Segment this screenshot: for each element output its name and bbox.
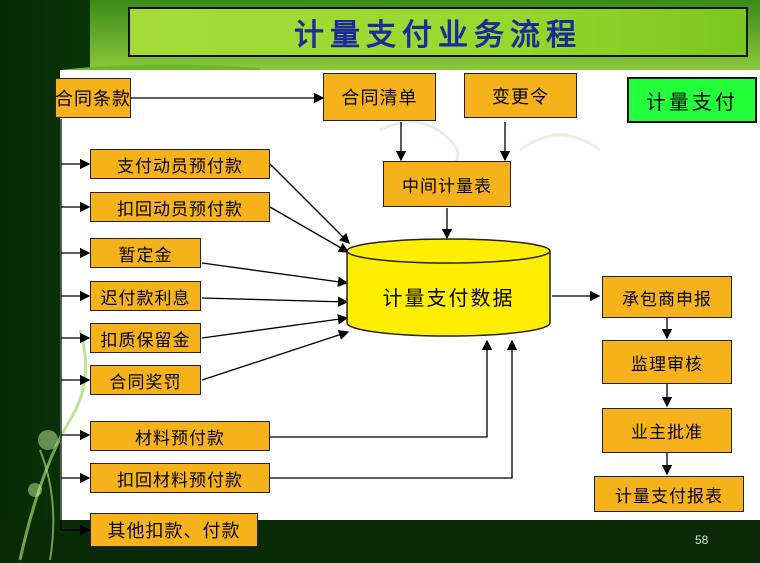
page-title: 计量支付业务流程 xyxy=(128,7,748,57)
node-owner-approve: 业主批准 xyxy=(602,408,732,453)
node-data-store: 计量支付数据 xyxy=(382,285,515,310)
node-payment-report: 计量支付报表 xyxy=(594,476,744,512)
node-other: 其他扣款、付款 xyxy=(90,513,258,547)
node-mobilization-advance: 支付动员预付款 xyxy=(90,149,270,179)
page-number: 58 xyxy=(695,533,709,547)
node-material-advance: 材料预付款 xyxy=(90,421,270,451)
node-retention: 扣质保留金 xyxy=(90,323,201,353)
node-provisional-sum: 暂定金 xyxy=(90,238,201,268)
node-interim-measure: 中间计量表 xyxy=(383,161,511,207)
node-deduct-material: 扣回材料预付款 xyxy=(90,463,270,493)
data-store-cylinder xyxy=(346,238,551,337)
node-bonus-penalty: 合同奖罚 xyxy=(90,365,201,395)
node-contract-list: 合同清单 xyxy=(323,73,436,121)
node-supervisor-review: 监理审核 xyxy=(602,340,732,384)
node-deduct-mobilization: 扣回动员预付款 xyxy=(90,192,270,222)
node-contractor-apply: 承包商申报 xyxy=(602,276,732,318)
node-change-order: 变更令 xyxy=(464,73,577,118)
node-late-interest: 迟付款利息 xyxy=(90,281,201,311)
node-contract-terms: 合同条款 xyxy=(55,78,131,118)
section-label-box: 计量支付 xyxy=(627,77,757,123)
